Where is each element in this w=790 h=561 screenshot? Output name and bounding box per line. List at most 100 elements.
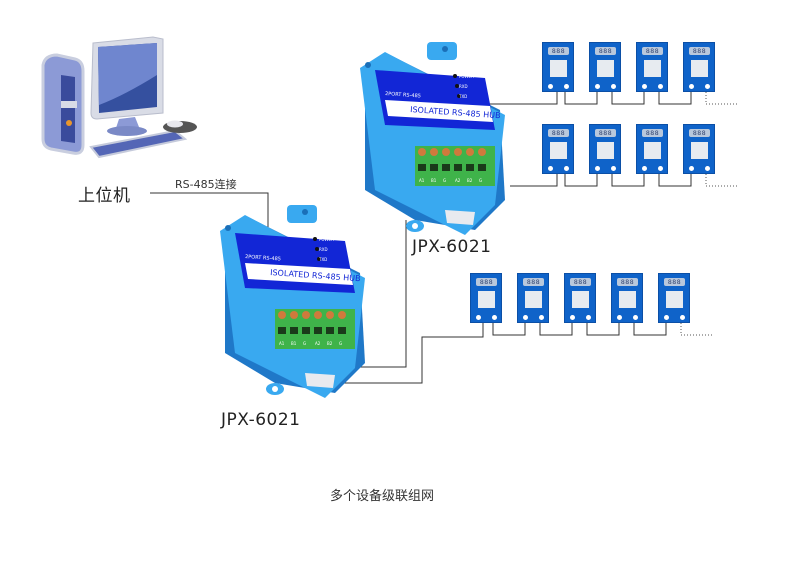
sensor-window: [619, 291, 636, 308]
sensor-terminal: [664, 315, 669, 320]
terminal-screw: [278, 311, 286, 319]
sensor-window: [550, 60, 567, 77]
sensor-module: 888: [636, 42, 668, 92]
daisy-chain-wire: [564, 174, 598, 187]
sensor-window: [691, 60, 708, 77]
daisy-chain-wire: [492, 323, 526, 336]
terminal-screw: [430, 148, 438, 156]
daisy-chain-wire: [658, 92, 692, 105]
sensor-terminal: [642, 84, 647, 89]
led-indicator: [455, 84, 459, 88]
sensor-terminal: [689, 84, 694, 89]
sensor-window: [478, 291, 495, 308]
hub-port-text: 2PORT RS-485: [245, 254, 281, 262]
sensor-terminal: [617, 315, 622, 320]
terminal-label: B2: [327, 341, 333, 346]
terminal-label: B1: [291, 341, 297, 346]
sensor-terminal: [642, 166, 647, 171]
sensor-terminal: [689, 166, 694, 171]
continuation-wire: [705, 92, 738, 105]
sensor-window: [525, 291, 542, 308]
top-bus-2-wire: [510, 172, 558, 187]
led-label: POWER: [459, 74, 474, 79]
terminal-label: G: [443, 178, 446, 183]
link-label: RS-485连接: [175, 178, 237, 191]
sensor-terminal: [658, 84, 663, 89]
terminal-screw: [302, 311, 310, 319]
daisy-chain-wire: [633, 323, 667, 336]
daisy-chain-wire: [564, 92, 598, 105]
hub-port-text: 2PORT RS-485: [385, 91, 421, 99]
sensor-terminal: [570, 315, 575, 320]
terminal-label: A2: [455, 178, 461, 183]
sensor-terminal: [658, 166, 663, 171]
terminal-screw: [442, 148, 450, 156]
sensor-terminal: [586, 315, 591, 320]
daisy-chain-wire: [658, 174, 692, 187]
sensor-display: 888: [689, 47, 710, 55]
led-indicator: [457, 94, 461, 98]
sensor-terminal: [680, 315, 685, 320]
led-label: POWER: [319, 237, 334, 242]
sensor-terminal: [548, 166, 553, 171]
sensor-display: 888: [595, 47, 616, 55]
sensor-terminal: [564, 166, 569, 171]
daisy-chain-wire: [611, 92, 645, 105]
sensor-terminal: [633, 315, 638, 320]
continuation-wire: [705, 174, 738, 187]
hub-bottom-model-label: JPX-6021: [221, 410, 301, 430]
host-computer: [35, 35, 200, 160]
led-label: TXD: [318, 257, 327, 262]
sensor-module: 888: [589, 42, 621, 92]
sensor-module: 888: [658, 273, 690, 323]
sensor-module: 888: [564, 273, 596, 323]
sensor-module: 888: [611, 273, 643, 323]
sensor-terminal: [595, 84, 600, 89]
led-label: RXD: [319, 247, 328, 252]
sensor-module: 888: [636, 124, 668, 174]
hub-cascade-wire: [360, 220, 407, 368]
terminal-screw: [478, 148, 486, 156]
sensor-terminal: [492, 315, 497, 320]
terminal-screw: [290, 311, 298, 319]
led-indicator: [453, 74, 457, 78]
sensor-window: [691, 142, 708, 159]
bottom-bus-wire: [320, 320, 484, 384]
sensor-window: [572, 291, 589, 308]
continuation-wire: [680, 323, 713, 336]
host-link-wire: [150, 192, 269, 228]
top-bus-1-wire: [480, 90, 558, 105]
sensor-window: [597, 142, 614, 159]
sensor-terminal: [564, 84, 569, 89]
terminal-label: A1: [419, 178, 425, 183]
sensor-window: [666, 291, 683, 308]
sensor-display: 888: [570, 278, 591, 286]
sensor-display: 888: [642, 47, 663, 55]
sensor-window: [644, 142, 661, 159]
terminal-screw: [454, 148, 462, 156]
daisy-chain-wire: [539, 323, 573, 336]
sensor-terminal: [476, 315, 481, 320]
led-label: RXD: [459, 84, 468, 89]
sensor-display: 888: [548, 129, 569, 137]
terminal-label: B2: [467, 178, 473, 183]
diagram-caption: 多个设备级联组网: [330, 489, 435, 504]
sensor-display: 888: [664, 278, 685, 286]
terminal-screw: [314, 311, 322, 319]
led-label: TXD: [458, 94, 467, 99]
sensor-display: 888: [476, 278, 497, 286]
sensor-terminal: [705, 166, 710, 171]
terminal-label: G: [339, 341, 342, 346]
sensor-terminal: [611, 166, 616, 171]
sensor-module: 888: [589, 124, 621, 174]
terminal-screw: [418, 148, 426, 156]
sensor-window: [550, 142, 567, 159]
hub-top-model-label: JPX-6021: [412, 237, 492, 257]
desktop-computer-icon: [41, 36, 197, 159]
terminal-label: A1: [279, 341, 285, 346]
